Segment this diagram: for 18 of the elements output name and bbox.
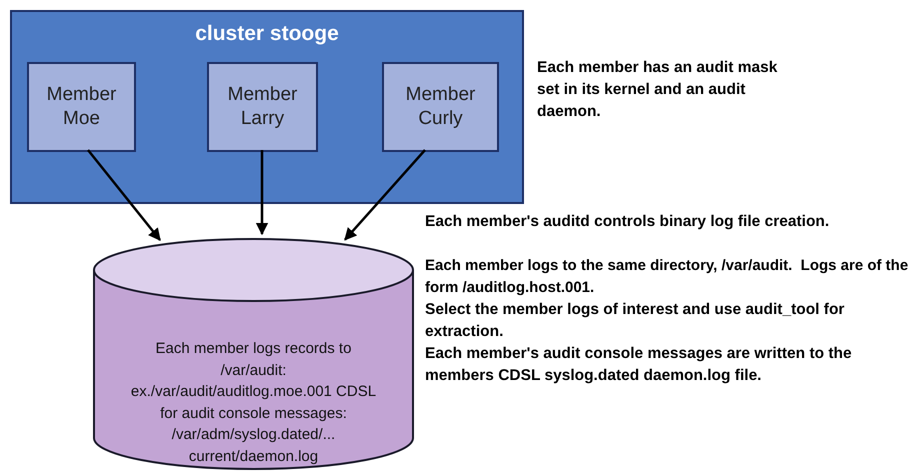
member-label: Member Larry xyxy=(226,83,298,131)
note-text: Each member has an audit mask set in its kernel and an audit daemon. xyxy=(537,58,778,122)
cluster-title: cluster stooge xyxy=(194,22,340,46)
note-text: Each member's auditd controls binary log file creation. xyxy=(425,212,830,232)
member-box xyxy=(207,62,318,152)
arrow xyxy=(344,149,426,241)
cylinder-text: Each member logs records to /var/audit: ex./var/audit/auditlog.moe.001 CDSL for audit console messages: /var/adm/syslog.dated/... current/daemon.log xyxy=(130,339,378,466)
note-text: Select the member logs of interest and use audit_tool for extraction. xyxy=(425,300,845,342)
arrow xyxy=(87,149,161,241)
log-storage-cylinder xyxy=(93,238,414,470)
member-box xyxy=(382,62,499,152)
member-box xyxy=(27,62,136,152)
member-label: Member Curly xyxy=(404,83,476,131)
arrow xyxy=(256,150,268,236)
cluster-box xyxy=(10,10,524,204)
member-label: Member Moe xyxy=(46,83,118,131)
note-text: Each member logs to the same directory, /var/audit. Logs are of the form /auditlog.host.001. xyxy=(425,256,910,298)
note-text: Each member's audit console messages are written to the members CDSL syslog.dated daemon.log file. xyxy=(425,344,853,386)
